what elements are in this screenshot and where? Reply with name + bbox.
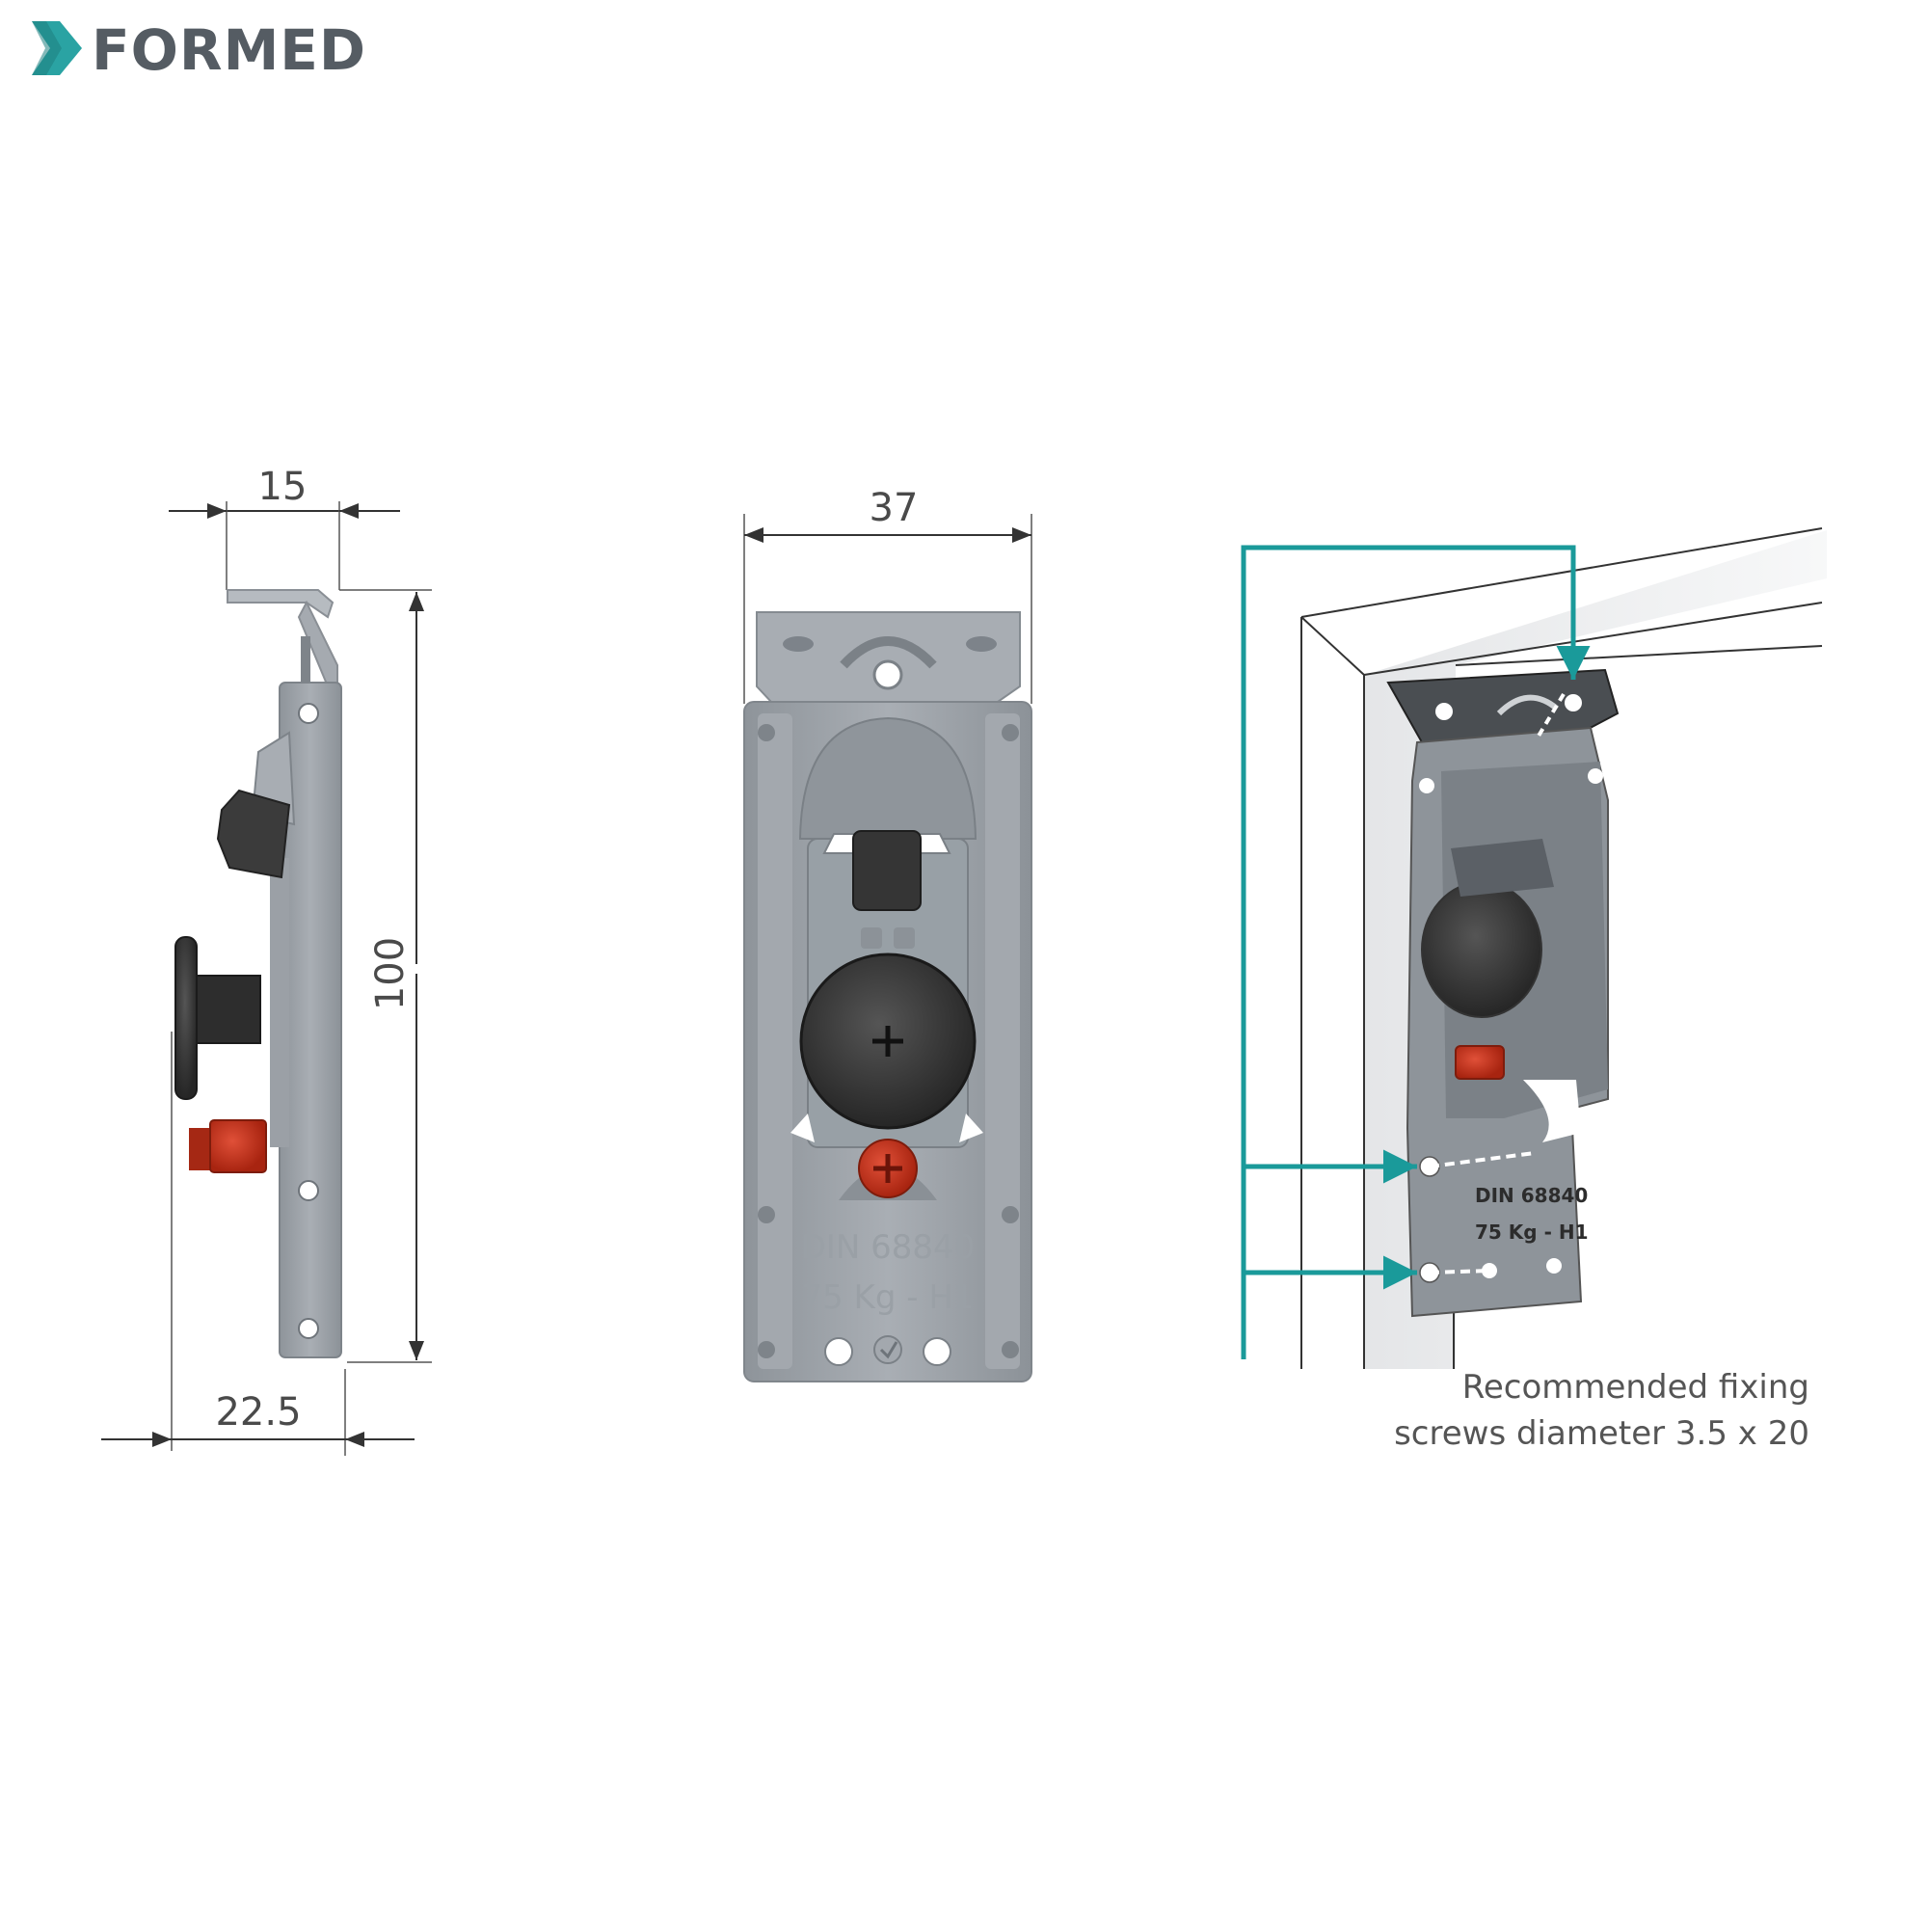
side-view: 15 100 22.5 [101, 465, 432, 1456]
double-chevron-icon [32, 21, 82, 75]
fixing-note-line1: Recommended fixing [1461, 1368, 1809, 1407]
stamp-din-small: DIN 68840 [1475, 1184, 1588, 1207]
stamp-load-small: 75 Kg - H1 [1475, 1221, 1589, 1244]
fixing-note: Recommended fixing screws diameter 3.5 x… [1308, 1364, 1809, 1457]
fixing-note-line2: screws diameter 3.5 x 20 [1394, 1414, 1809, 1453]
arrow-top-fixing [1241, 545, 1591, 1359]
dim-label-width: 37 [870, 486, 919, 530]
dim-label-bottom: 22.5 [215, 1390, 301, 1435]
stamp-din: DIN 68840 [801, 1228, 976, 1267]
hinge-installed: DIN 68840 75 Kg - H1 [1386, 668, 1620, 1318]
rubber-cam [174, 936, 198, 1100]
hinge-front-body: DIN 68840 75 Kg - H1 [743, 611, 1032, 1382]
adjustment-screw [858, 1139, 918, 1198]
brand-logo: FORMED [32, 17, 366, 83]
stamp-load: 75 Kg - H1 [801, 1278, 974, 1317]
rubber-cam [1421, 881, 1542, 1018]
dim-label-height: 100 [368, 937, 413, 1010]
adjustment-screw [1455, 1045, 1505, 1080]
adjustment-screw [189, 1119, 267, 1173]
front-view: 37 [743, 486, 1032, 1382]
brand-name: FORMED [92, 17, 366, 83]
installation-view: DIN 68840 75 Kg - H1 [1241, 527, 1827, 1369]
dim-label-top: 15 [258, 465, 308, 509]
hinge-side-profile [174, 589, 342, 1358]
fixing-screw-arrows [1241, 545, 1591, 1359]
